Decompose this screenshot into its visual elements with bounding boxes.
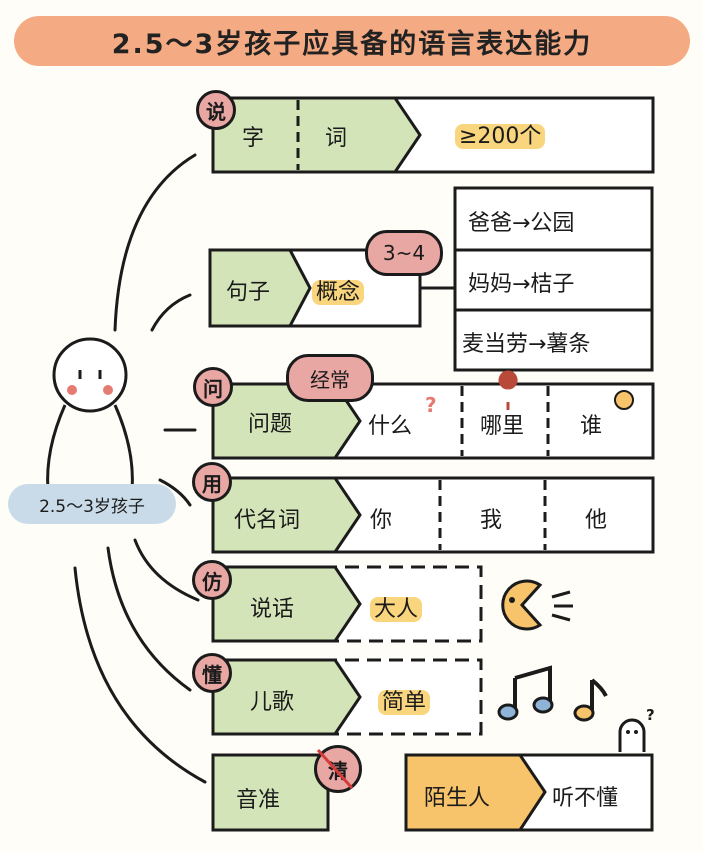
label-ci: 词	[325, 126, 348, 151]
simple-text: 简单	[378, 690, 431, 715]
pronoun-me: 我	[480, 508, 503, 533]
badge-ask: 问	[193, 367, 233, 407]
crossed-clear-text: 清	[328, 758, 348, 783]
row-imitate	[211, 565, 573, 643]
concept-count-bubble: 3~4	[365, 230, 443, 276]
question-who: 谁	[580, 414, 603, 439]
row-pronunciation	[211, 753, 654, 832]
line-to-understand	[106, 546, 192, 692]
label-nursery-rhyme: 儿歌	[250, 690, 295, 715]
badge-speak: 说	[196, 90, 236, 130]
frequency-bubble: 经常	[286, 354, 374, 402]
line-to-use	[158, 478, 192, 507]
question-mark-icon: ?	[425, 393, 437, 417]
badge-understand: 懂	[192, 653, 232, 693]
label-question: 问题	[248, 412, 293, 437]
question-what: 什么	[368, 414, 413, 439]
crossed-clear-badge: 清	[314, 745, 362, 793]
page-title: 2.5～3岁孩子应具备的语言表达能力	[14, 16, 690, 66]
badge-use: 用	[192, 462, 232, 502]
concept-text: 概念	[312, 280, 365, 305]
svg-text:?: ?	[646, 706, 655, 724]
row-ask: ?	[211, 370, 655, 460]
row-use	[211, 476, 655, 554]
imitate-target: 大人	[370, 591, 423, 623]
line-to-speak-sentence	[150, 293, 192, 332]
label-zi: 字	[242, 126, 265, 151]
badge-imitate: 仿	[192, 560, 232, 600]
word-count: ≥200个	[455, 118, 546, 150]
keyhole-icon	[614, 390, 634, 410]
row-speak-words	[211, 96, 655, 174]
label-pronunciation: 音准	[236, 788, 281, 813]
child-label: 2.5～3岁孩子	[8, 484, 176, 524]
label-sentence: 句子	[226, 280, 271, 305]
label-speaking: 说话	[250, 597, 295, 622]
pronoun-you: 你	[370, 508, 393, 533]
word-count-text: ≥200个	[455, 124, 546, 149]
label-stranger: 陌生人	[424, 786, 491, 811]
example-1: 爸爸→公园	[468, 211, 575, 236]
line-to-pronunciation	[73, 566, 207, 784]
location-pin-icon	[498, 370, 518, 410]
small-ghost-icon: ?	[618, 706, 655, 752]
pronoun-him: 他	[585, 508, 608, 533]
question-where: 哪里	[480, 414, 525, 439]
music-notes-icon	[497, 665, 608, 722]
row-understand: ?	[211, 658, 655, 752]
label-concept: 概念	[312, 274, 365, 306]
line-to-speak-words	[113, 153, 197, 332]
child-figure	[46, 337, 134, 491]
understand-target: 简单	[378, 684, 431, 716]
line-to-imitate	[133, 538, 200, 602]
connector-lines	[73, 153, 207, 784]
example-3: 麦当劳→薯条	[462, 332, 591, 357]
label-pronoun: 代名词	[234, 508, 301, 533]
example-2: 妈妈→桔子	[468, 272, 575, 297]
adult-text: 大人	[370, 597, 423, 622]
talking-face-icon	[501, 579, 573, 631]
label-cannot-understand: 听不懂	[552, 786, 619, 811]
